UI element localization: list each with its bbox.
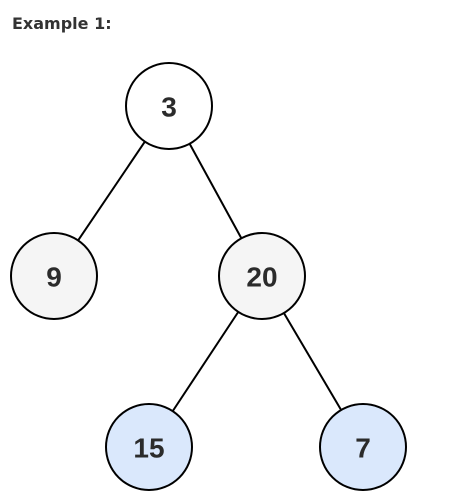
- tree-node: 20: [218, 232, 306, 320]
- tree-node: 3: [125, 62, 213, 150]
- tree-node-label: 3: [161, 92, 177, 123]
- tree-node-label: 15: [133, 433, 164, 464]
- example-heading: Example 1:: [12, 14, 112, 33]
- tree-node-label: 20: [246, 262, 277, 293]
- tree-node-circle: [319, 403, 407, 491]
- tree-node-circle: [105, 403, 193, 491]
- tree-edge: [171, 311, 240, 412]
- tree-node: 15: [105, 403, 193, 491]
- tree-edge: [188, 143, 243, 239]
- tree-node-circle: [10, 232, 98, 320]
- tree-node: 7: [319, 403, 407, 491]
- tree-node: 9: [10, 232, 98, 320]
- tree-nodes: 3 9 20 15 7: [10, 62, 407, 491]
- tree-node-label: 7: [355, 433, 371, 464]
- tree-node-label: 9: [46, 262, 62, 293]
- tree-edge: [77, 141, 146, 241]
- tree-node-circle: [218, 232, 306, 320]
- tree-edges: [77, 141, 342, 412]
- tree-edge: [283, 312, 342, 411]
- tree-node-circle: [125, 62, 213, 150]
